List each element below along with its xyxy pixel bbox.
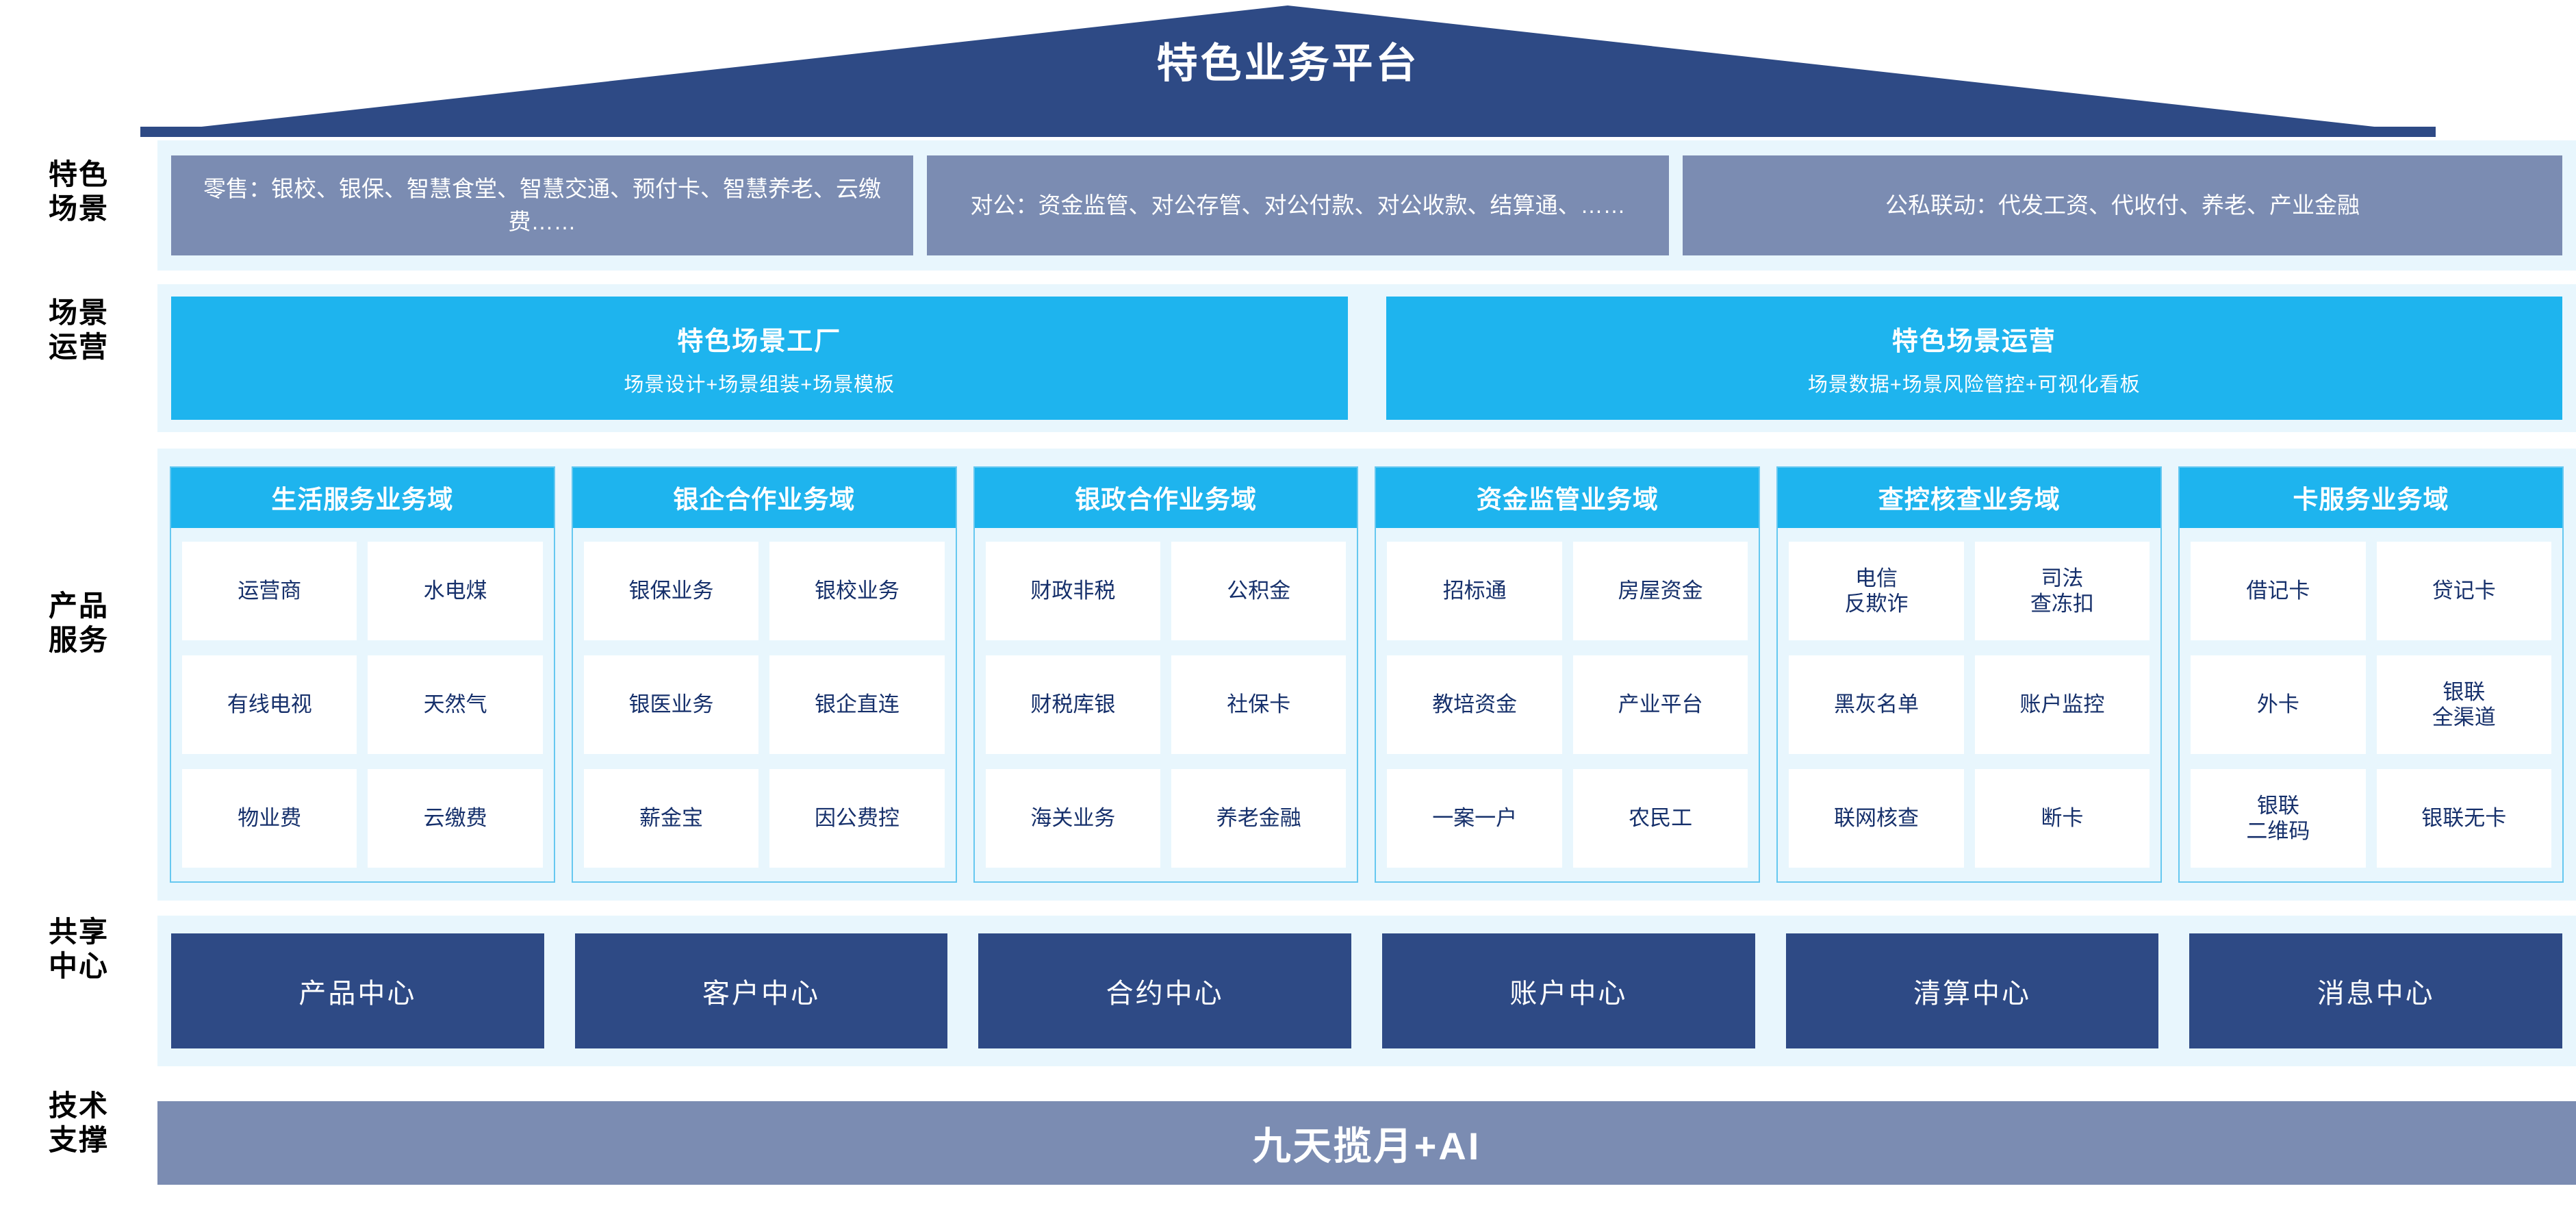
business-domain-title: 银政合作业务域 (974, 468, 1357, 528)
shared-center-box[interactable]: 消息中心 (2189, 933, 2563, 1048)
service-cell[interactable]: 薪金宝 (583, 769, 759, 868)
business-domain-card[interactable]: 银政合作业务域财政非税公积金财税库银社保卡海关业务养老金融 (973, 466, 1359, 883)
shared-centers-band: 产品中心客户中心合约中心账户中心清算中心消息中心 (157, 916, 2576, 1066)
service-cell[interactable]: 银校业务 (769, 542, 945, 640)
scenario-box-corporate[interactable]: 对公：资金监管、对公存管、对公付款、对公收款、结算通、…… (927, 155, 1669, 255)
product-services-band: 生活服务业务域运营商水电煤有线电视天然气物业费云缴费银企合作业务域银保业务银校业… (157, 449, 2576, 901)
scenario-box-retail[interactable]: 零售：银校、银保、智慧食堂、智慧交通、预付卡、智慧养老、云缴费…… (171, 155, 913, 255)
service-cell[interactable]: 银保业务 (583, 542, 759, 640)
service-cell[interactable]: 银联全渠道 (2376, 655, 2551, 754)
business-domain-title: 查控核查业务域 (1778, 468, 2161, 528)
service-cell[interactable]: 公积金 (1171, 542, 1347, 640)
row-label-scenarios: 特色场景 (48, 158, 109, 225)
business-domain-title: 卡服务业务域 (2180, 468, 2562, 528)
service-cell[interactable]: 一案一户 (1387, 769, 1562, 868)
service-cell[interactable]: 运营商 (182, 542, 357, 640)
ops-subtitle: 场景数据+场景风险管控+可视化看板 (1807, 373, 2141, 396)
service-cell[interactable]: 房屋资金 (1572, 542, 1748, 640)
service-cell[interactable]: 物业费 (182, 769, 357, 868)
service-cell[interactable]: 招标通 (1387, 542, 1562, 640)
business-domain-grid: 借记卡贷记卡外卡银联全渠道银联二维码银联无卡 (2180, 528, 2562, 881)
platform-banner: 特色业务平台 (0, 0, 2576, 137)
service-cell[interactable]: 司法查冻扣 (1974, 542, 2150, 640)
business-domain-title: 生活服务业务域 (171, 468, 554, 528)
service-cell[interactable]: 云缴费 (368, 769, 543, 868)
tech-support-bar[interactable]: 九天揽月+AI (157, 1101, 2576, 1185)
shared-center-box[interactable]: 合约中心 (978, 933, 1352, 1048)
scenarios-band: 零售：银校、银保、智慧食堂、智慧交通、预付卡、智慧养老、云缴费…… 对公：资金监… (157, 140, 2576, 271)
shared-center-box[interactable]: 产品中心 (171, 933, 544, 1048)
shared-center-box[interactable]: 清算中心 (1785, 933, 2159, 1048)
service-cell[interactable]: 银联无卡 (2376, 769, 2551, 868)
row-label-scenario-ops: 场景运营 (48, 297, 109, 363)
business-domain-card[interactable]: 卡服务业务域借记卡贷记卡外卡银联全渠道银联二维码银联无卡 (2178, 466, 2564, 883)
service-cell[interactable]: 外卡 (2191, 655, 2366, 754)
service-cell[interactable]: 财税库银 (985, 655, 1161, 754)
row-label-shared-centers: 共享中心 (48, 916, 109, 982)
service-cell[interactable]: 农民工 (1572, 769, 1748, 868)
service-cell[interactable]: 社保卡 (1171, 655, 1347, 754)
business-domain-title: 银企合作业务域 (572, 468, 956, 528)
row-label-tech-support: 技术支撑 (48, 1090, 109, 1156)
service-cell[interactable]: 养老金融 (1171, 769, 1347, 868)
service-cell[interactable]: 账户监控 (1974, 655, 2150, 754)
service-cell[interactable]: 借记卡 (2191, 542, 2366, 640)
service-cell[interactable]: 天然气 (368, 655, 543, 754)
service-cell[interactable]: 海关业务 (985, 769, 1161, 868)
service-cell[interactable]: 因公费控 (769, 769, 945, 868)
ops-title: 特色场景工厂 (677, 327, 842, 356)
row-label-product-services: 产品服务 (48, 590, 109, 656)
shared-center-box[interactable]: 账户中心 (1382, 933, 1755, 1048)
service-cell[interactable]: 银企直连 (769, 655, 945, 754)
ops-box-scenario-operation[interactable]: 特色场景运营 场景数据+场景风险管控+可视化看板 (1386, 297, 2562, 420)
service-cell[interactable]: 水电煤 (368, 542, 543, 640)
business-domain-card[interactable]: 银企合作业务域银保业务银校业务银医业务银企直连薪金宝因公费控 (571, 466, 957, 883)
service-cell[interactable]: 贷记卡 (2376, 542, 2551, 640)
business-domain-grid: 运营商水电煤有线电视天然气物业费云缴费 (171, 528, 554, 881)
service-cell[interactable]: 财政非税 (985, 542, 1161, 640)
row-label-column: 特色场景 场景运营 产品服务 共享中心 技术支撑 (0, 137, 157, 1232)
business-domain-title: 资金监管业务域 (1376, 468, 1759, 528)
business-domain-card[interactable]: 生活服务业务域运营商水电煤有线电视天然气物业费云缴费 (170, 466, 555, 883)
business-domain-grid: 招标通房屋资金教培资金产业平台一案一户农民工 (1376, 528, 1759, 881)
ops-subtitle: 场景设计+场景组装+场景模板 (624, 373, 895, 396)
service-cell[interactable]: 教培资金 (1387, 655, 1562, 754)
shared-center-box[interactable]: 客户中心 (574, 933, 948, 1048)
ops-box-scenario-factory[interactable]: 特色场景工厂 场景设计+场景组装+场景模板 (171, 297, 1348, 420)
roof-shape-icon (140, 5, 2436, 137)
business-domain-card[interactable]: 查控核查业务域电信反欺诈司法查冻扣黑灰名单账户监控联网核查断卡 (1776, 466, 2163, 883)
service-cell[interactable]: 联网核查 (1789, 769, 1964, 868)
scenario-box-public-private[interactable]: 公私联动：代发工资、代收付、养老、产业金融 (1683, 155, 2562, 255)
service-cell[interactable]: 银联二维码 (2191, 769, 2366, 868)
service-cell[interactable]: 银医业务 (583, 655, 759, 754)
business-domain-card[interactable]: 资金监管业务域招标通房屋资金教培资金产业平台一案一户农民工 (1375, 466, 1761, 883)
page-title: 特色业务平台 (1156, 40, 1420, 86)
service-cell[interactable]: 断卡 (1974, 769, 2150, 868)
service-cell[interactable]: 黑灰名单 (1789, 655, 1964, 754)
business-domain-grid: 财政非税公积金财税库银社保卡海关业务养老金融 (975, 528, 1357, 881)
business-domain-grid: 银保业务银校业务银医业务银企直连薪金宝因公费控 (573, 528, 956, 881)
service-cell[interactable]: 产业平台 (1572, 655, 1748, 754)
service-cell[interactable]: 电信反欺诈 (1789, 542, 1964, 640)
ops-title: 特色场景运营 (1891, 327, 2056, 356)
scenario-ops-band: 特色场景工厂 场景设计+场景组装+场景模板 特色场景运营 场景数据+场景风险管控… (157, 284, 2576, 432)
service-cell[interactable]: 有线电视 (182, 655, 357, 754)
business-domain-grid: 电信反欺诈司法查冻扣黑灰名单账户监控联网核查断卡 (1778, 528, 2160, 881)
